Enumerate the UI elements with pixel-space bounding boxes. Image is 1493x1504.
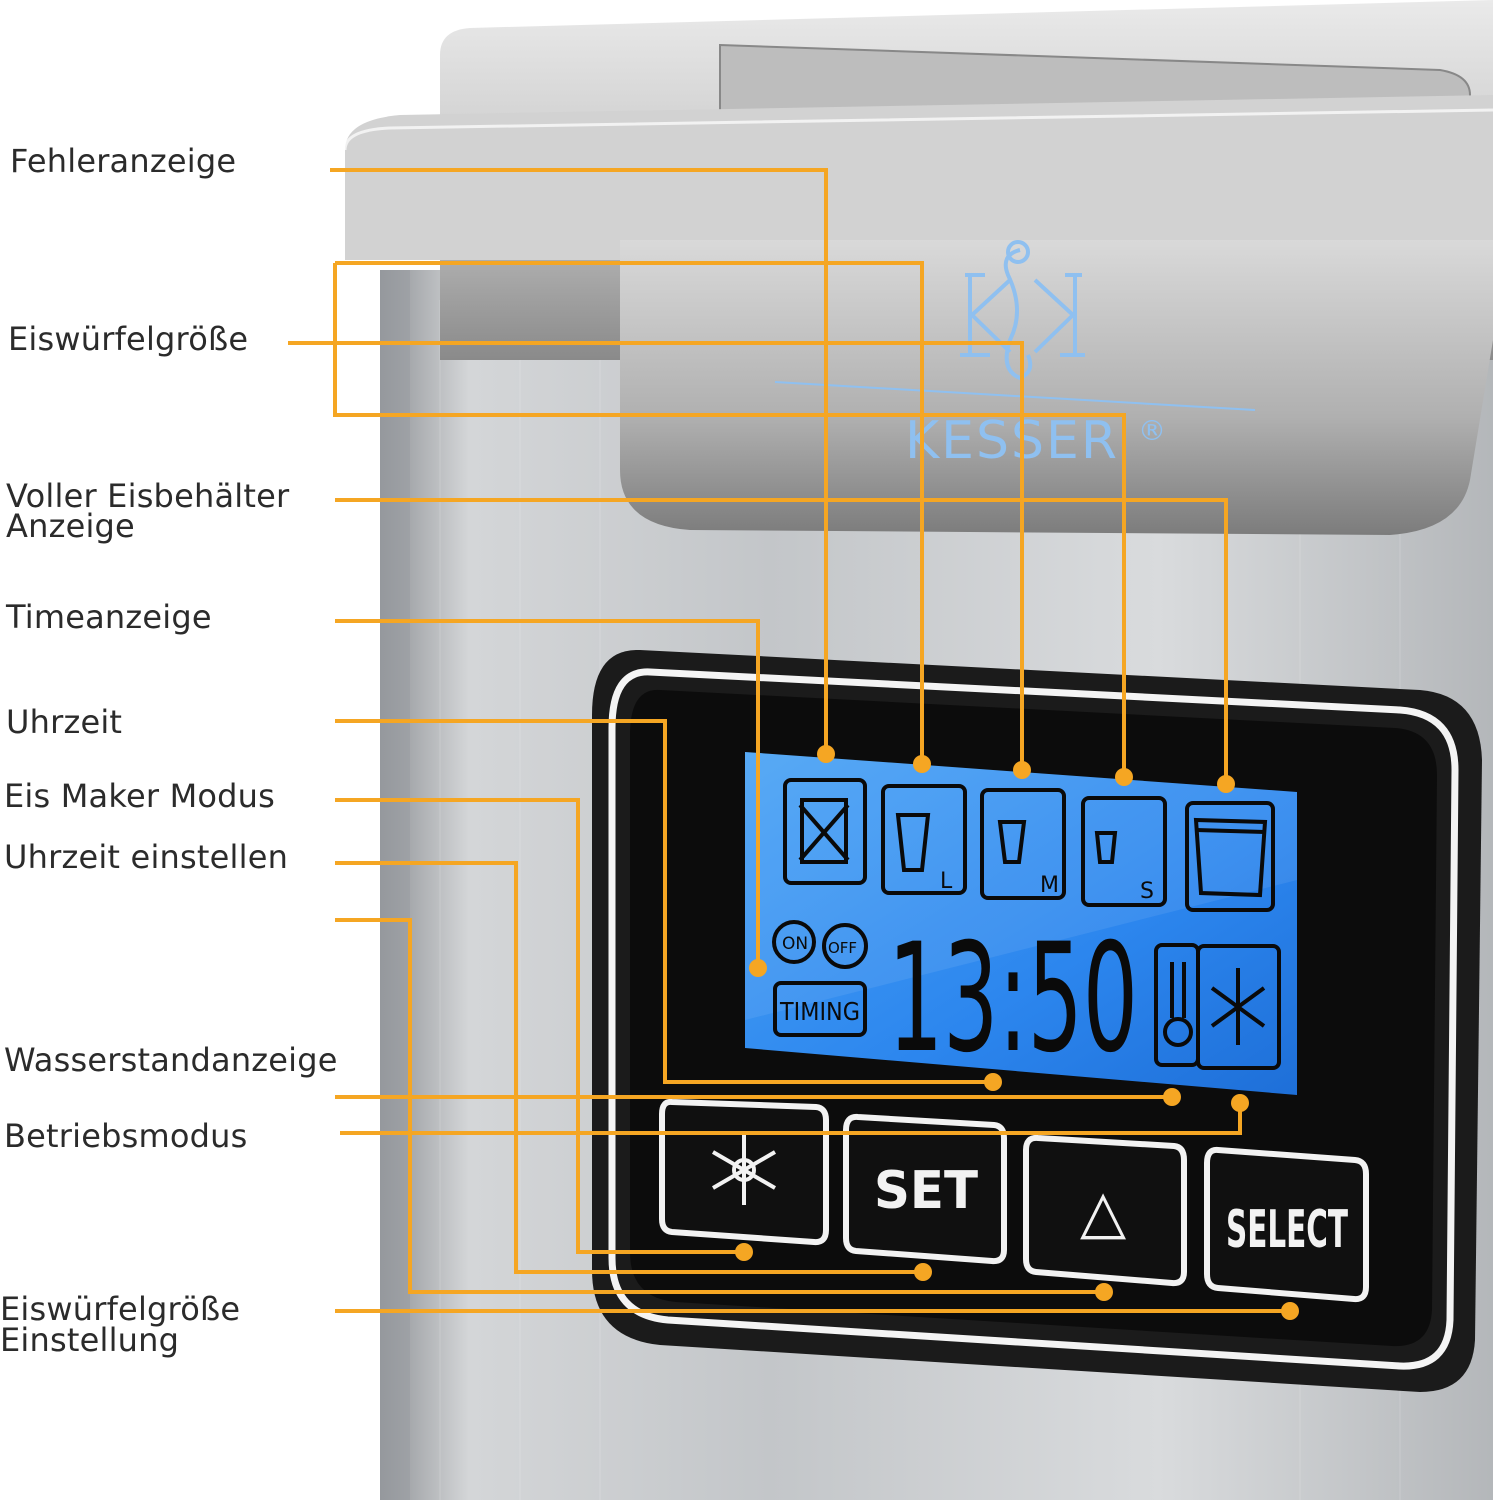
up-button[interactable]: △ xyxy=(1023,1134,1187,1287)
timing-box xyxy=(773,981,867,1037)
leader-eis-maker xyxy=(335,798,744,1254)
label-uhrzeit-einstellen: Uhrzeit einstellen xyxy=(4,838,289,876)
size-medium-letter: M xyxy=(1040,873,1059,898)
ice-size-small-icon xyxy=(1081,796,1167,907)
leader-uhrzeit xyxy=(335,719,993,1084)
leader-timeanzeige xyxy=(335,619,760,968)
ice-full-basket-icon xyxy=(1185,801,1275,912)
ice-size-large-icon xyxy=(881,784,967,895)
set-button[interactable]: SET xyxy=(843,1113,1007,1265)
up-triangle-icon: △ xyxy=(1080,1177,1126,1247)
set-button-label: SET xyxy=(874,1161,978,1221)
timer-on-label: ON xyxy=(782,934,808,954)
timing-label: TIMING xyxy=(779,997,860,1026)
timer-off-icon xyxy=(822,923,868,969)
select-button[interactable]: SELECT xyxy=(1204,1146,1369,1303)
timer-off-label: OFF xyxy=(828,939,857,957)
leader-fehleranzeige xyxy=(330,168,828,752)
label-uhrzeit: Uhrzeit xyxy=(6,703,123,741)
snowflake-button[interactable] xyxy=(659,1098,829,1246)
clock-readout: 13:50 xyxy=(888,912,1138,1086)
leader-uhrzeit-einstellen xyxy=(335,861,923,1274)
error-icon xyxy=(783,778,867,885)
label-eiswuerfelgroesse: Eiswürfelgröße xyxy=(8,320,249,358)
leader-up xyxy=(335,918,1104,1294)
ice-size-medium-icon xyxy=(980,788,1066,900)
label-wasserstandanzeige: Wasserstandanzeige xyxy=(4,1041,338,1079)
label-eis-maker-modus: Eis Maker Modus xyxy=(4,777,276,815)
leader-size-medium xyxy=(288,341,1024,768)
timer-on-icon xyxy=(772,920,816,964)
leader-betriebsmodus xyxy=(340,1103,1242,1135)
leader-voller xyxy=(335,498,1228,782)
size-small-letter: S xyxy=(1140,879,1154,904)
snowflake-icon xyxy=(711,1135,777,1205)
snowflake-mode-icon xyxy=(1196,944,1281,1070)
leader-size-small xyxy=(333,263,1126,775)
registered-mark: ® xyxy=(1138,414,1166,447)
label-betriebsmodus: Betriebsmodus xyxy=(4,1117,248,1155)
brand-name: KESSER xyxy=(905,411,1119,471)
leader-size-large xyxy=(335,261,924,762)
lcd-icons xyxy=(772,778,1281,1070)
leader-dots xyxy=(735,745,1299,1320)
viewing-window xyxy=(620,240,1493,535)
size-large-letter: L xyxy=(940,869,953,894)
select-button-label: SELECT xyxy=(1226,1200,1348,1260)
label-fehleranzeige: Fehleranzeige xyxy=(10,142,237,180)
label-timeanzeige: Timeanzeige xyxy=(6,598,212,636)
leader-lines xyxy=(288,168,1290,1313)
